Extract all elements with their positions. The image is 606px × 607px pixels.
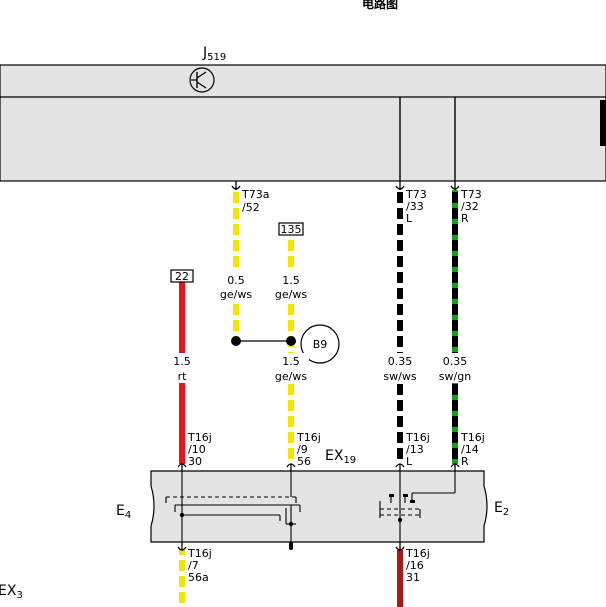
b9-label: B9 bbox=[313, 338, 328, 351]
e2-junction-dot bbox=[397, 517, 403, 523]
label-t73-33: T73 /33 L bbox=[405, 188, 430, 225]
wire-sw-gn bbox=[452, 190, 458, 464]
j519-label: J519 bbox=[202, 45, 226, 63]
b9-ground-circle bbox=[300, 324, 340, 364]
label-t16j-16: T16j /16 31 bbox=[405, 547, 433, 584]
connector-stems bbox=[181, 181, 456, 550]
svg-text:1.5: 1.5 bbox=[173, 355, 191, 368]
wire-label-sw-gn: 0.35 sw/gn bbox=[436, 353, 474, 383]
splice-point-left bbox=[231, 336, 241, 346]
ex3-label: EX3 bbox=[0, 583, 23, 601]
svg-text:sw/gn: sw/gn bbox=[439, 370, 471, 383]
wire-label-sw-ws: 0.35 sw/ws bbox=[381, 353, 419, 383]
ref-box-22: 22 bbox=[170, 269, 194, 283]
wire-label-w2-lower: 1.5 ge/ws bbox=[273, 353, 309, 383]
svg-text:sw/ws: sw/ws bbox=[383, 370, 416, 383]
e2-label: E2 bbox=[494, 500, 509, 518]
wire-label-w1-upper: 0.5 ge/ws bbox=[219, 272, 255, 301]
label-t16j-14: T16j /14 R bbox=[460, 431, 488, 468]
wire-label-w2-upper: 1.5 ge/ws bbox=[273, 272, 309, 301]
label-t73-32: T73 /32 R bbox=[460, 188, 485, 225]
label-t16j-9: T16j /9 56 bbox=[296, 431, 324, 468]
e4-terminal-stub bbox=[289, 542, 293, 550]
svg-text:ge/ws: ge/ws bbox=[275, 370, 307, 383]
splice-point-right bbox=[286, 336, 296, 346]
wire-label-red: 1.5 rt bbox=[170, 353, 194, 383]
wire-t16j-7 bbox=[179, 550, 185, 607]
e4-junction-dot-2 bbox=[288, 521, 294, 527]
ref-box-135: 135 bbox=[278, 222, 304, 236]
svg-text:1.5: 1.5 bbox=[282, 274, 300, 287]
svg-text:ge/ws: ge/ws bbox=[220, 288, 252, 301]
ex19-label: EX19 bbox=[325, 448, 356, 466]
wire-t73a-52 bbox=[233, 190, 239, 340]
svg-text:0.35: 0.35 bbox=[443, 355, 468, 368]
svg-text:rt: rt bbox=[178, 370, 188, 383]
transistor-icon bbox=[189, 67, 215, 93]
wire-ge-ws-lower bbox=[288, 346, 294, 464]
wire-sw-ws bbox=[397, 190, 403, 464]
page-title: 电路图 bbox=[362, 0, 398, 11]
label-t16j-10: T16j /10 30 bbox=[187, 431, 215, 468]
e4-switch-symbol bbox=[165, 471, 301, 548]
j519-module bbox=[0, 64, 606, 182]
svg-text:0.35: 0.35 bbox=[388, 355, 413, 368]
e4-junction-dot bbox=[179, 512, 185, 518]
svg-text:22: 22 bbox=[175, 270, 189, 283]
wire-t16j-16 bbox=[397, 550, 403, 607]
svg-text:0.5: 0.5 bbox=[227, 274, 245, 287]
ex19-module bbox=[150, 470, 488, 543]
label-t16j-13: T16j /13 L bbox=[405, 431, 433, 468]
label-t73a-52: T73a /52 bbox=[241, 188, 273, 214]
e4-label: E4 bbox=[116, 503, 131, 521]
e2-switch-symbol bbox=[379, 471, 456, 542]
e2-contact-heads bbox=[389, 494, 415, 503]
label-t16j-7: T16j /7 56a bbox=[187, 547, 215, 584]
scroll-marker bbox=[600, 100, 606, 146]
svg-text:1.5: 1.5 bbox=[282, 355, 300, 368]
svg-text:ge/ws: ge/ws bbox=[275, 288, 307, 301]
svg-text:135: 135 bbox=[281, 223, 302, 236]
